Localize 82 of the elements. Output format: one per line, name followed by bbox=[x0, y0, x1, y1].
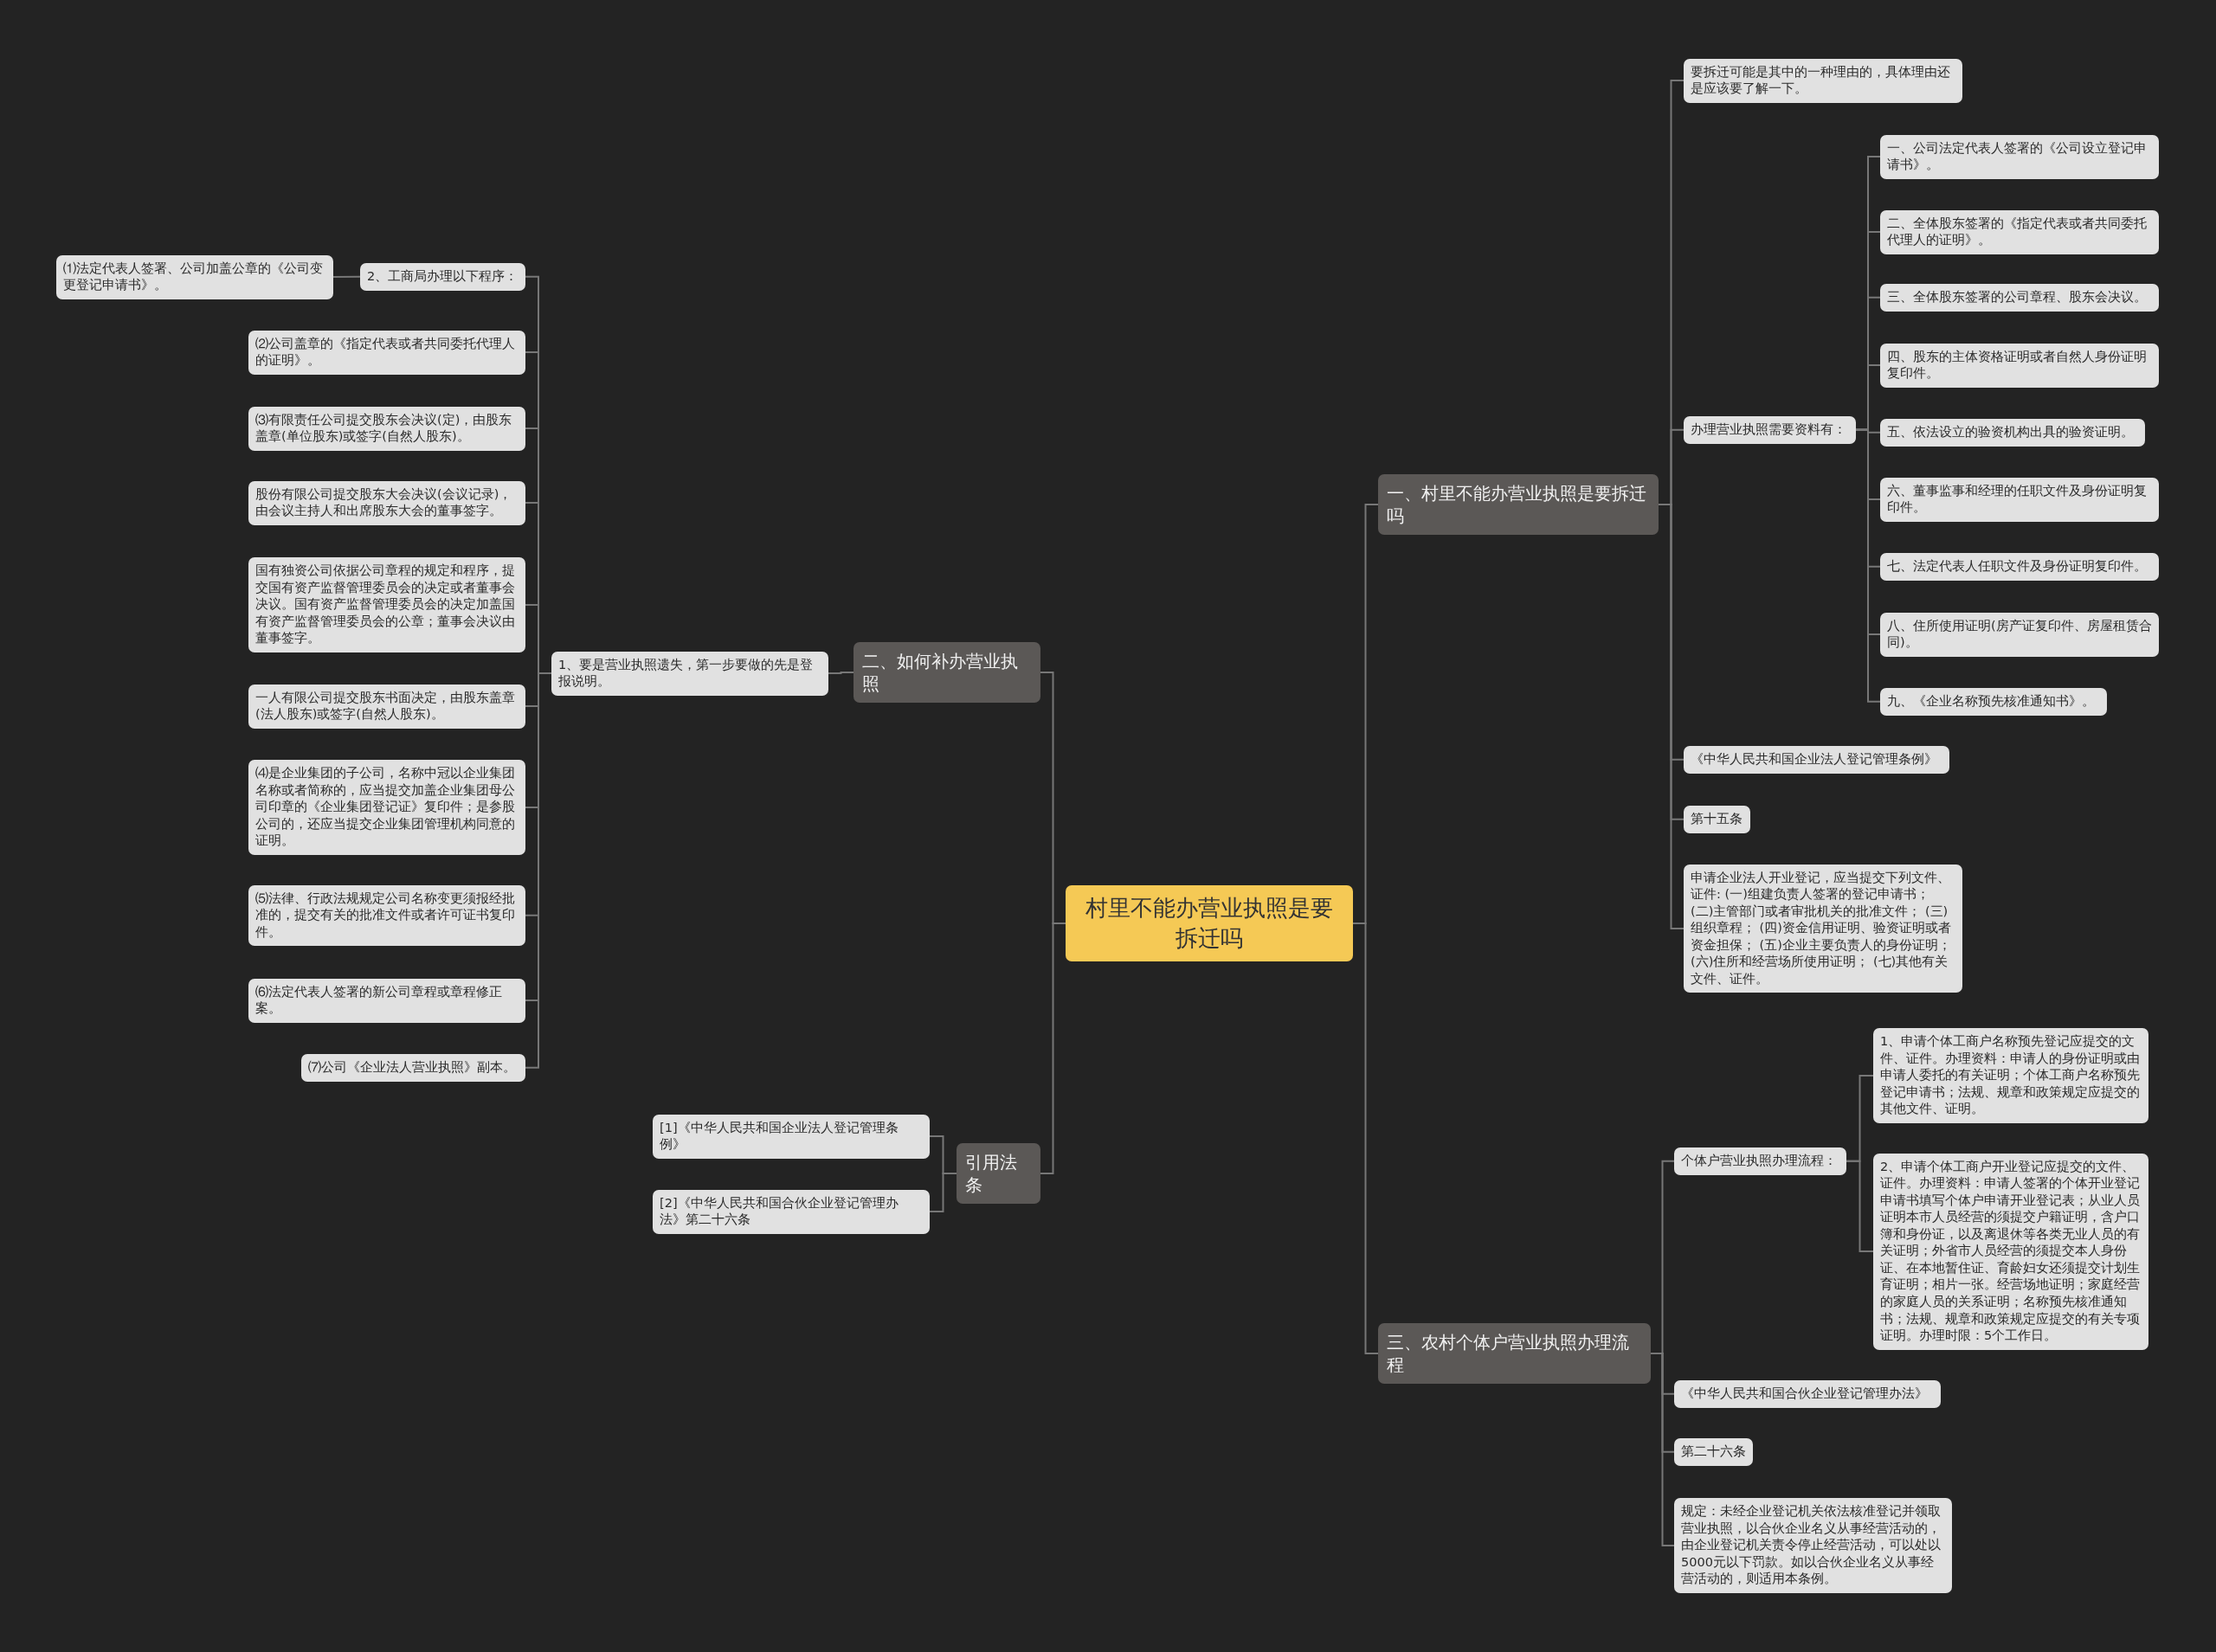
subtopic-box bbox=[1684, 416, 1856, 444]
subtopic-box bbox=[1684, 746, 1949, 774]
topic-text: 二、如何补办营业执照 bbox=[862, 650, 1019, 695]
subtopic-box bbox=[1684, 58, 1962, 103]
topic-text: 一人有限公司提交股东书面决定，由股东盖章(法人股东)或签字(自然人股东)。 bbox=[255, 689, 516, 723]
subtopic-box bbox=[1880, 553, 2159, 581]
topic-text: 三、农村个体户营业执照办理流程 bbox=[1387, 1331, 1630, 1376]
topic-text: ⑹法定代表人签署的新公司章程或章程修正案。 bbox=[255, 983, 503, 1018]
topic-text: 一、公司法定代表人签署的《公司设立登记申请书》。 bbox=[1887, 139, 2148, 174]
topic-text: 四、股东的主体资格证明或者自然人身份证明复印件。 bbox=[1887, 348, 2148, 382]
subtopic-box bbox=[1880, 612, 2159, 657]
topic-text: 七、法定代表人任职文件及身份证明复印件。 bbox=[1887, 558, 2148, 575]
topic-text: 1、要是营业执照遗失，第一步要做的先是登报说明。 bbox=[558, 656, 815, 691]
subtopic-box bbox=[248, 557, 525, 652]
topic-text: 村里不能办营业执照是要拆迁吗 bbox=[1085, 894, 1334, 954]
subtopic-box bbox=[1880, 477, 2159, 522]
subtopic-box bbox=[1880, 209, 2159, 254]
topic-text: 第二十六条 bbox=[1681, 1443, 1746, 1460]
topic-text: ⑷是企业集团的子公司，名称中冠以企业集团名称或者简称的，应当提交加盖企业集团母公司印章的《企业集团登记证》复印件；是参股公司的，还应当提交企业集团管理机构同意的证明。 bbox=[255, 765, 516, 850]
topic-text: 申请企业法人开业登记，应当提交下列文件、证件: (一)组建负责人签署的登记申请书； (二)主管部门或者审批机关的批准文件； (三)组织章程； (四)资金信用证明、验资证明或者资金担保； (五)企业主要负责人的身份证明； (六)住所和经营场所使用证明； (七)其他有关文件、证件。 bbox=[1691, 869, 1952, 987]
subtopic-box bbox=[1880, 419, 2145, 447]
main-topic-box bbox=[1378, 1323, 1651, 1384]
topic-text: 办理营业执照需要资料有： bbox=[1691, 421, 1847, 438]
connector-line bbox=[828, 672, 854, 675]
topic-text: [2]《中华人民共和国合伙企业登记管理办法》第二十六条 bbox=[660, 1194, 899, 1229]
subtopic-box bbox=[1674, 1438, 1753, 1466]
topic-text: 一、村里不能办营业执照是要拆迁吗 bbox=[1387, 482, 1647, 527]
subtopic-box bbox=[1873, 1028, 2148, 1123]
subtopic-box bbox=[1880, 284, 2159, 312]
topic-text: 要拆迁可能是其中的一种理由的，具体理由还是应该要了解一下。 bbox=[1691, 63, 1951, 98]
subtopic-box bbox=[1674, 1380, 1941, 1408]
topic-text: 二、全体股东签署的《指定代表或者共同委托代理人的证明》。 bbox=[1887, 215, 2148, 249]
topic-text: 1、申请个体工商户名称预先登记应提交的文件、证件。办理资料：申请人的身份证明或由申请人委托的有关证明；个体工商户名称预先登记申请书；法规、规章和政策规定应提交的其他文件、证明。 bbox=[1880, 1033, 2141, 1118]
topic-text: 《中华人民共和国合伙企业登记管理办法》 bbox=[1681, 1385, 1929, 1402]
subtopic-box bbox=[653, 1114, 930, 1159]
topic-text: 国有独资公司依据公司章程的规定和程序，提交国有资产监督管理委员会的决定或者董事会决议。国有资产监督管理委员会的决定加盖国有资产监督管理委员会的公章；董事会决议由董事签字。 bbox=[255, 562, 516, 647]
topic-text: ⑸法律、行政法规规定公司名称变更须报经批准的，提交有关的批准文件或者许可证书复印件。 bbox=[255, 890, 516, 941]
topic-text: 九、《企业名称预先核准通知书》。 bbox=[1887, 693, 2096, 710]
subtopic-box bbox=[248, 406, 525, 451]
topic-text: 个体户营业执照办理流程： bbox=[1681, 1153, 1838, 1169]
topic-text: ⑵公司盖章的《指定代表或者共同委托代理人的证明》。 bbox=[255, 335, 516, 370]
connector-line bbox=[332, 275, 361, 279]
connector-line bbox=[929, 1173, 957, 1213]
subtopic-box bbox=[56, 254, 333, 299]
subtopic-box bbox=[653, 1189, 930, 1234]
topic-text: 2、工商局办理以下程序： bbox=[367, 268, 519, 285]
subtopic-box bbox=[248, 978, 525, 1023]
subtopic-box bbox=[248, 480, 525, 525]
subtopic-box bbox=[248, 330, 525, 375]
subtopic-box bbox=[301, 1054, 525, 1082]
subtopic-box bbox=[360, 263, 525, 291]
topic-text: 五、依法设立的验资机构出具的验资证明。 bbox=[1887, 424, 2135, 440]
subtopic-box bbox=[1880, 688, 2107, 716]
topic-text: 2、申请个体工商户开业登记应提交的文件、证件。办理资料：申请人签署的个体开业登记申请书填写个体户申请开业登记表；从业人员证明本市人员经营的须提交户籍证明，含户口簿和身份证，以及离退休等各类无业人员的有关证明；外省市人员经营的须提交本人身份证、在本地暂住证、育龄妇女还须提交计划生育证明；相片一张。经营场地证明；家庭经营的家庭人员的关系证明；名称预先核准通知书；法规、规章和政策规定应提交的有关专项证明。办理时限：5个工作日。 bbox=[1880, 1158, 2141, 1345]
connector-line bbox=[1650, 1353, 1675, 1546]
subtopic-box bbox=[1674, 1147, 1846, 1175]
subtopic-box bbox=[1684, 806, 1750, 833]
topic-text: ⑶有限责任公司提交股东会决议(定)，由股东盖章(单位股东)或签字(自然人股东)。 bbox=[255, 411, 513, 446]
topic-text: ⑴法定代表人签署、公司加盖公章的《公司变更登记申请书》。 bbox=[63, 260, 324, 294]
subtopic-box bbox=[248, 884, 525, 947]
central-topic-box bbox=[1066, 885, 1353, 962]
topic-text: 三、全体股东签署的公司章程、股东会决议。 bbox=[1887, 289, 2148, 305]
main-topic-box bbox=[957, 1143, 1040, 1204]
topic-text: 第十五条 bbox=[1691, 811, 1743, 827]
main-topic-box bbox=[854, 642, 1040, 703]
topic-text: 规定：未经企业登记机关依法核准登记并领取营业执照，以合伙企业名义从事经营活动的，由企业登记机关责令停止经营活动，可以处以5000元以下罚款。如以合伙企业名义从事经营活动的，则适用本条例。 bbox=[1681, 1503, 1942, 1588]
topic-text: 八、住所使用证明(房产证复印件、房屋租赁合同)。 bbox=[1887, 617, 2152, 652]
subtopic-box bbox=[248, 760, 525, 855]
subtopic-box bbox=[551, 651, 828, 696]
main-topic-box bbox=[1378, 474, 1659, 535]
topic-text: 六、董事监事和经理的任职文件及身份证明复印件。 bbox=[1887, 482, 2148, 517]
connector-line bbox=[1846, 1160, 1874, 1253]
topic-text: 股份有限公司提交股东大会决议(会议记录)，由会议主持人和出席股东大会的董事签字。 bbox=[255, 485, 513, 520]
topic-text: ⑺公司《企业法人营业执照》副本。 bbox=[308, 1059, 517, 1076]
connector-line bbox=[1040, 922, 1066, 1174]
subtopic-box bbox=[1880, 343, 2159, 388]
subtopic-box bbox=[1880, 134, 2159, 179]
topic-text: 引用法条 bbox=[965, 1151, 1018, 1196]
topic-text: 《中华人民共和国企业法人登记管理条例》 bbox=[1691, 751, 1938, 768]
subtopic-box bbox=[1674, 1498, 1952, 1593]
subtopic-box bbox=[248, 684, 525, 729]
topic-text: [1]《中华人民共和国企业法人登记管理条例》 bbox=[660, 1119, 899, 1154]
